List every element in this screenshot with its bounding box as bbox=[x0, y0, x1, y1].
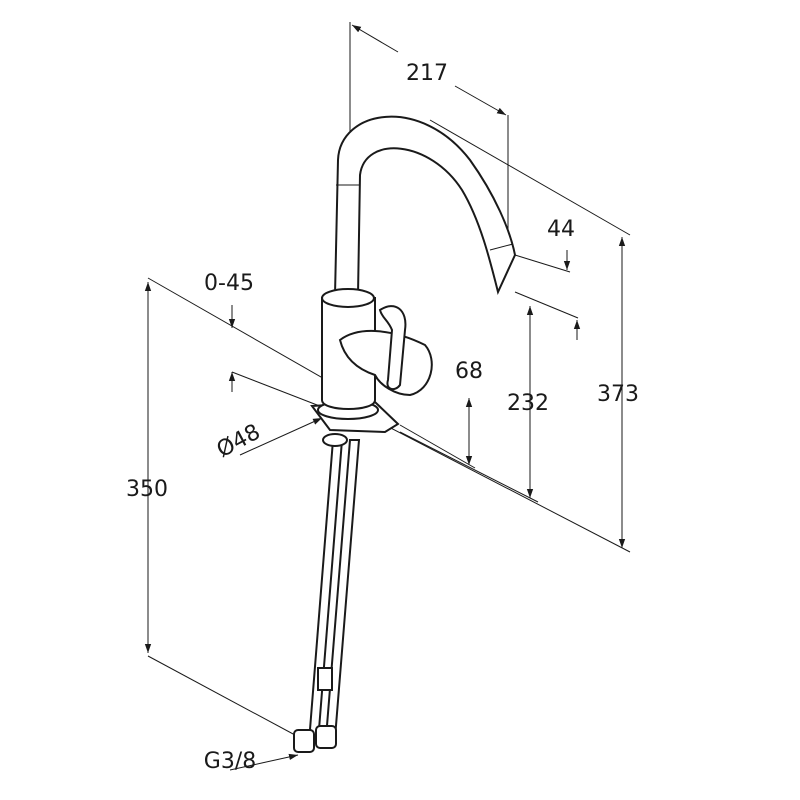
label-handle-angle: 0-45 bbox=[204, 271, 254, 296]
label-spout-tip: 44 bbox=[547, 217, 575, 242]
label-connection: G3/8 bbox=[204, 749, 256, 774]
dimension-lines bbox=[144, 22, 631, 771]
faucet-illustration bbox=[293, 115, 517, 753]
label-body-height: 68 bbox=[455, 359, 483, 384]
label-spout-clearance: 232 bbox=[507, 391, 549, 416]
label-base-diameter: Ø48 bbox=[213, 420, 265, 463]
label-total-height: 373 bbox=[597, 382, 639, 407]
label-reach: 217 bbox=[406, 61, 448, 86]
label-hose-length: 350 bbox=[126, 477, 168, 502]
